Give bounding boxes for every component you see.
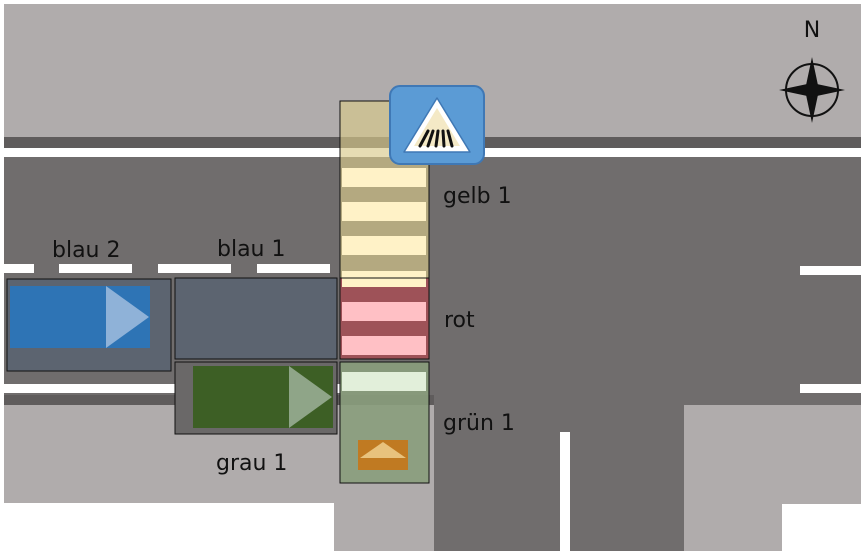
label-grau-1: grau 1 xyxy=(216,451,287,476)
compass-north-label: N xyxy=(804,18,820,43)
crosswalk-stripe xyxy=(342,168,426,187)
zone-blau-2 xyxy=(6,278,172,372)
center-dash xyxy=(4,264,34,273)
center-dash xyxy=(59,264,132,273)
compass-rose-icon xyxy=(779,57,845,123)
sidewalk-south-east xyxy=(684,405,861,504)
crosswalk-stripe xyxy=(342,336,426,355)
side-road xyxy=(434,400,684,551)
center-dash xyxy=(257,264,330,273)
green-vehicle-arrow xyxy=(289,366,332,428)
center-dashes xyxy=(4,264,861,275)
label-gelb-1: gelb 1 xyxy=(443,184,512,209)
crosswalk-stripe xyxy=(342,271,426,287)
crosswalk-stripe xyxy=(342,202,426,221)
sidewalk-south-east-walkway xyxy=(684,502,782,551)
center-dash xyxy=(158,264,231,273)
zone-rot-outline xyxy=(339,277,430,360)
edge-line-south xyxy=(4,384,341,393)
label-blau-1: blau 1 xyxy=(217,237,286,262)
zone-rot xyxy=(339,271,430,360)
edge-line-south-east xyxy=(800,384,861,393)
zone-grau-1 xyxy=(174,361,338,435)
side-road-center-line xyxy=(560,432,570,551)
sidewalk-south-walkway xyxy=(334,502,434,551)
label-blau-2: blau 2 xyxy=(52,238,121,263)
zone-gelb-1 xyxy=(339,100,430,280)
zone-blau-1-box xyxy=(174,277,338,360)
crosswalk-stripe xyxy=(342,302,426,321)
crosswalk-stripe xyxy=(342,372,426,391)
zone-gruen-1 xyxy=(339,361,430,484)
label-rot: rot xyxy=(444,308,475,333)
orange-marker-arrow xyxy=(360,442,406,458)
label-gruen-1: grün 1 xyxy=(443,411,515,436)
center-dash xyxy=(800,266,861,275)
blue-vehicle-arrow xyxy=(106,286,149,348)
pedestrian-crossing-warning-icon xyxy=(389,85,485,165)
zone-gruen-1-outline xyxy=(339,361,430,484)
crosswalk-stripe xyxy=(342,236,426,255)
